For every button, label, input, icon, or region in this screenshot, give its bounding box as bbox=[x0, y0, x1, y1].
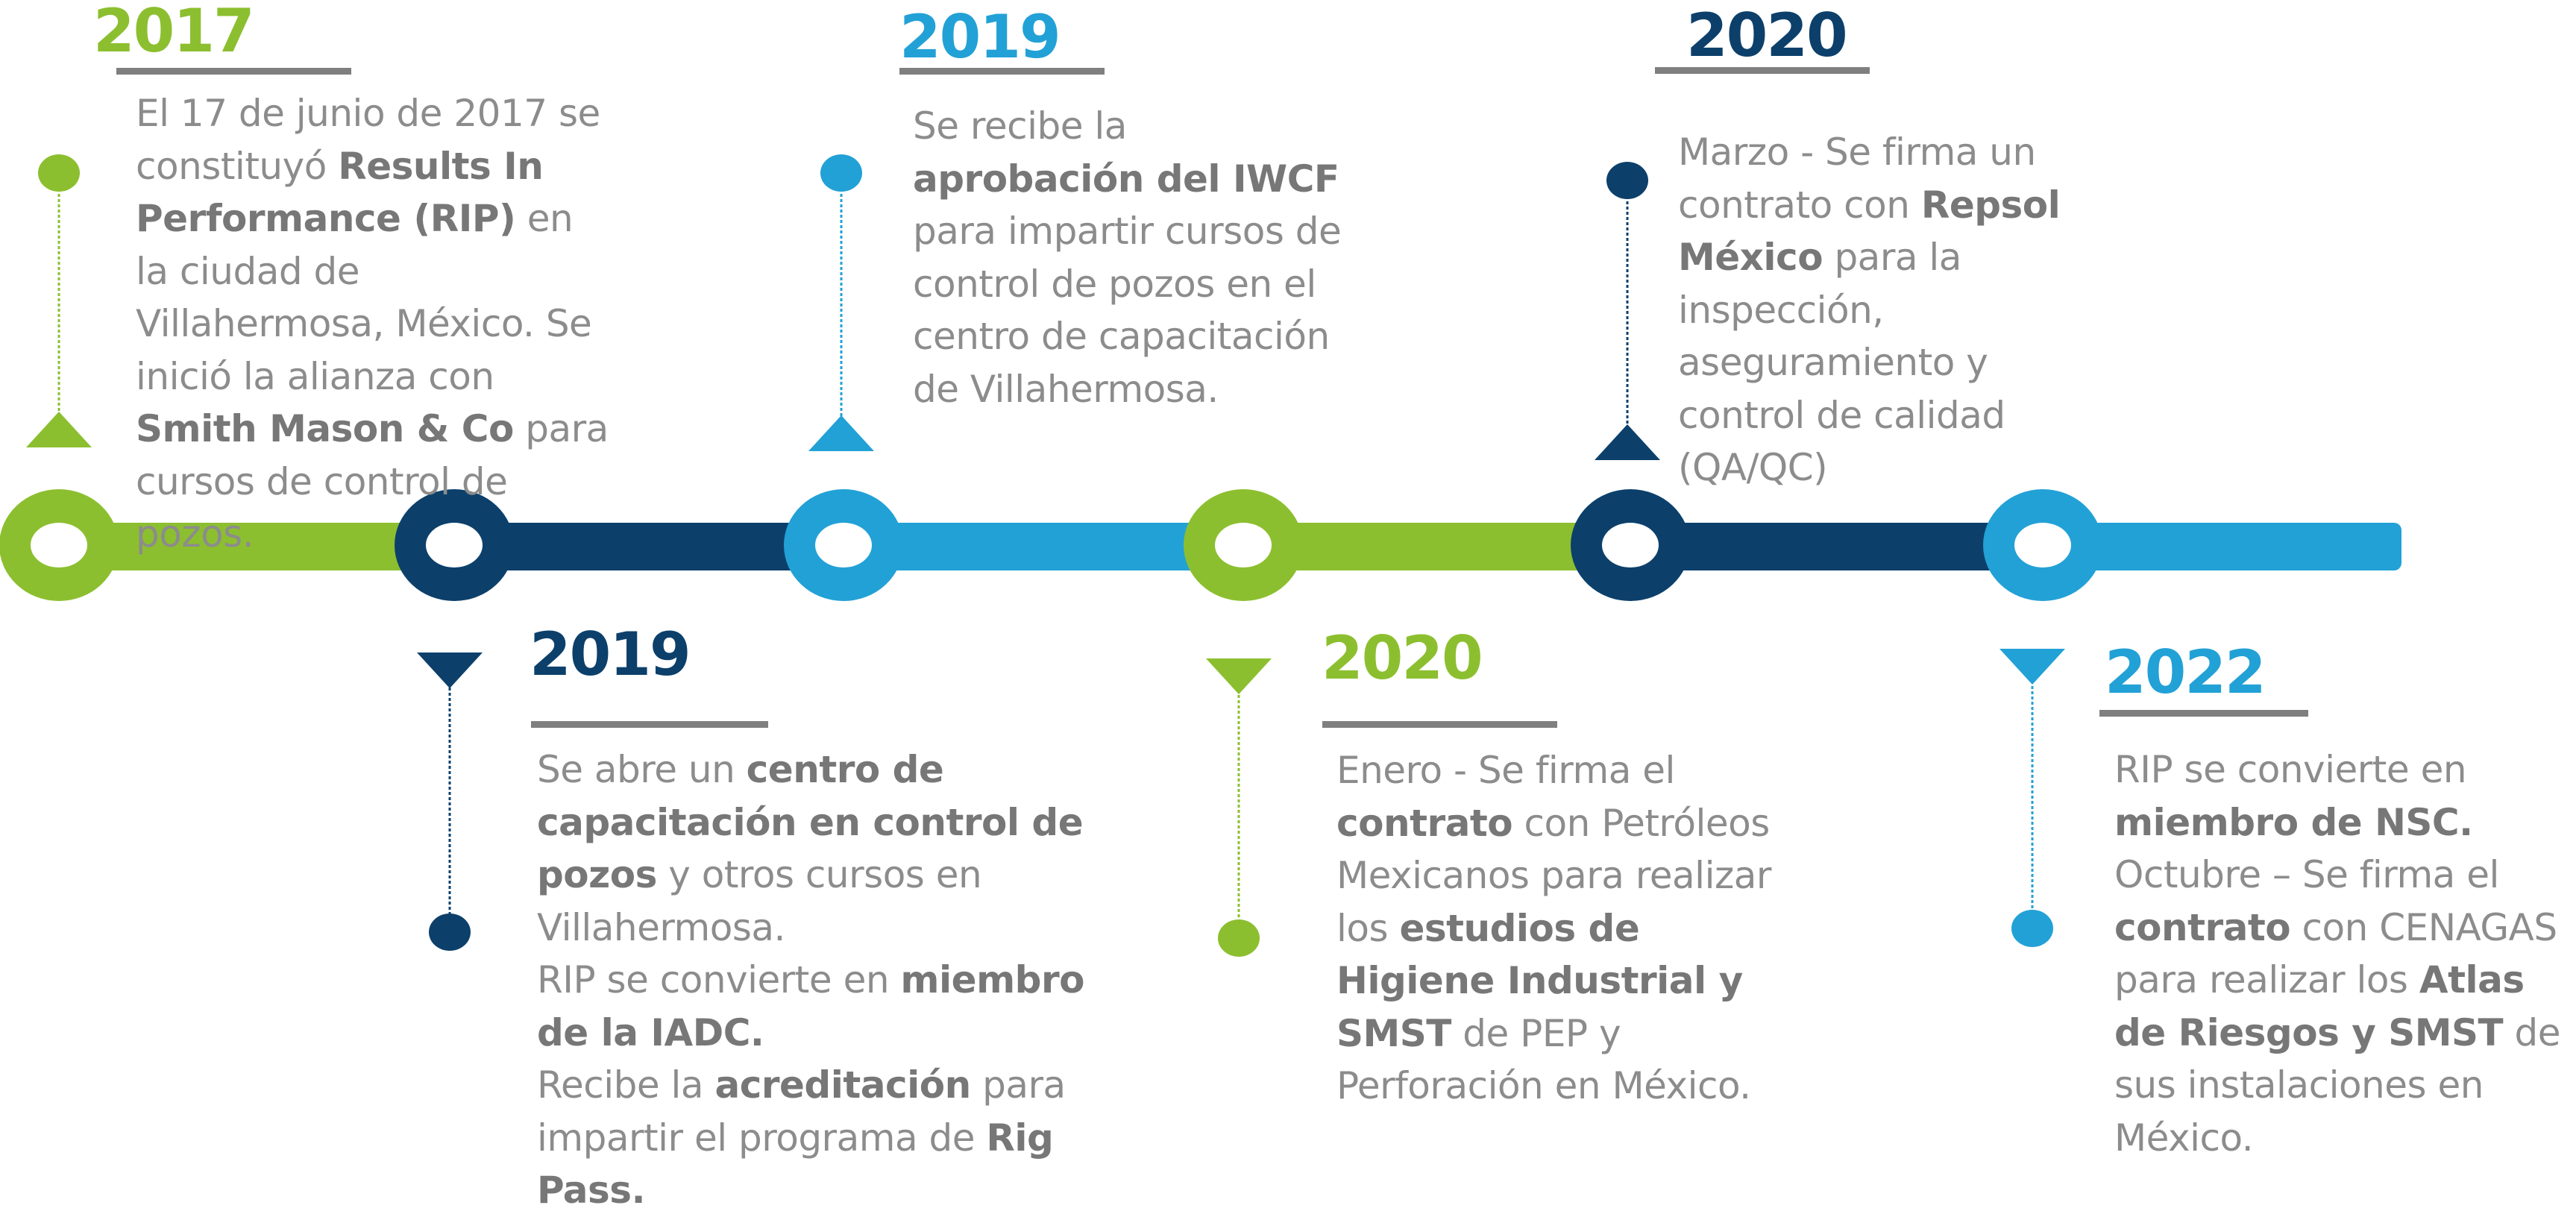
description-text: para cursos de control de pozos. bbox=[136, 407, 609, 556]
pointer-triangle bbox=[417, 652, 483, 688]
milestone-year: 2020 bbox=[1686, 1, 1848, 70]
milestone-year: 2020 bbox=[1322, 623, 1483, 693]
description-text: Recibe la bbox=[537, 1063, 715, 1107]
description-paragraph: Enero - Se firma el contrato con Petróle… bbox=[1336, 744, 1799, 1113]
description-text: y otros cursos en Villahermosa. bbox=[537, 853, 982, 949]
timeline-node-hole bbox=[2014, 523, 2071, 567]
description-text: El 17 de junio de 2017 se constituyó bbox=[136, 92, 600, 188]
description-text: Se abre un bbox=[537, 748, 747, 791]
milestone-dot bbox=[429, 913, 471, 951]
milestone-description: Se abre un centro de capacitación en con… bbox=[537, 743, 1104, 1217]
description-text: para la inspección, aseguramiento y cont… bbox=[1678, 236, 2005, 489]
timeline-bar-segment bbox=[2043, 523, 2401, 570]
description-bold-text: contrato bbox=[1336, 801, 1513, 845]
milestone-year: 2019 bbox=[899, 2, 1061, 72]
pointer-triangle bbox=[1999, 649, 2065, 685]
description-bold-text: Smith Mason & Co bbox=[136, 407, 514, 450]
year-underline bbox=[899, 68, 1105, 75]
description-paragraph: Marzo - Se firma un contrato con Repsol … bbox=[1678, 126, 2066, 494]
description-paragraph: Recibe la acreditación para impartir el … bbox=[537, 1059, 1104, 1217]
timeline-node-hole bbox=[1215, 523, 1272, 567]
timeline-node-hole bbox=[1602, 523, 1659, 567]
description-text: para impartir el programa de bbox=[537, 1063, 1066, 1160]
description-bold-text: acreditación bbox=[714, 1063, 971, 1107]
description-text: con Petróleos Mexicanos para realizar lo… bbox=[1336, 801, 1771, 950]
description-text: en la ciudad de Villahermosa, México. Se… bbox=[136, 197, 592, 398]
description-text: Marzo - Se firma un contrato con bbox=[1678, 130, 2036, 227]
timeline-node-hole bbox=[815, 523, 872, 567]
timeline-bar-segment bbox=[59, 523, 454, 570]
description-paragraph: Octubre – Se firma el contrato con CENAG… bbox=[2114, 849, 2576, 1164]
description-text: Octubre – Se firma el bbox=[2114, 853, 2499, 896]
timeline-node-hole bbox=[426, 523, 483, 567]
milestone-dot bbox=[1606, 162, 1648, 199]
year-underline bbox=[531, 721, 768, 728]
description-text: con CENAGAS para realizar los bbox=[2114, 905, 2557, 1002]
description-paragraph: RIP se convierte en miembro de NSC. bbox=[2114, 743, 2576, 849]
description-paragraph: El 17 de junio de 2017 se constituyó Res… bbox=[136, 87, 613, 561]
milestone-dot bbox=[38, 154, 80, 192]
milestone-dot bbox=[1218, 919, 1260, 957]
description-paragraph: Se recibe la aprobación del IWCF para im… bbox=[913, 100, 1360, 415]
description-bold-text: Atlas de Riesgos y SMST bbox=[2114, 958, 2525, 1054]
description-paragraph: RIP se convierte en miembro de la IADC. bbox=[537, 954, 1104, 1059]
description-text: de PEP y Perforación en México. bbox=[1336, 1011, 1751, 1108]
timeline-node-hole bbox=[31, 523, 87, 567]
description-bold-text: Repsol México bbox=[1678, 183, 2061, 280]
description-bold-text: centro de capacitación en control de poz… bbox=[537, 748, 1084, 896]
description-bold-text: miembro de la IADC. bbox=[537, 958, 1084, 1054]
milestone-description: El 17 de junio de 2017 se constituyó Res… bbox=[136, 87, 613, 561]
milestone-dot bbox=[820, 154, 862, 192]
timeline-bar-segment bbox=[844, 523, 1243, 570]
description-bold-text: estudios de Higiene Industrial y SMST bbox=[1336, 906, 1743, 1055]
timeline-bar-segment bbox=[454, 523, 844, 570]
pointer-triangle bbox=[808, 415, 874, 451]
description-bold-text: Results In Performance (RIP) bbox=[136, 144, 544, 241]
description-bold-text: miembro de NSC. bbox=[2114, 800, 2473, 844]
milestone-description: Marzo - Se firma un contrato con Repsol … bbox=[1678, 126, 2066, 494]
description-text: Se recibe la bbox=[913, 104, 1127, 148]
description-bold-text: aprobación del IWCF bbox=[913, 157, 1339, 201]
timeline-bar-segment bbox=[1630, 523, 2043, 570]
description-bold-text: contrato bbox=[2114, 905, 2291, 949]
description-paragraph: Se abre un centro de capacitación en con… bbox=[537, 743, 1104, 954]
milestone-description: Enero - Se firma el contrato con Petróle… bbox=[1336, 744, 1799, 1113]
pointer-triangle bbox=[26, 412, 92, 447]
year-underline bbox=[1322, 721, 1557, 728]
year-underline bbox=[2099, 710, 2308, 717]
pointer-triangle bbox=[1206, 658, 1272, 694]
year-underline bbox=[1655, 67, 1870, 74]
milestone-description: RIP se convierte en miembro de NSC.Octub… bbox=[2114, 743, 2576, 1164]
pointer-triangle bbox=[1595, 424, 1660, 460]
milestone-year: 2022 bbox=[2105, 638, 2266, 707]
milestone-year: 2019 bbox=[530, 620, 691, 689]
description-text: para impartir cursos de control de pozos… bbox=[913, 210, 1342, 411]
description-text: de sus instalaciones en México. bbox=[2114, 1010, 2561, 1160]
milestone-dot bbox=[2011, 910, 2053, 947]
description-text: RIP se convierte en bbox=[2114, 748, 2467, 791]
description-text: Enero - Se firma el bbox=[1336, 749, 1675, 792]
description-text: RIP se convierte en bbox=[537, 958, 901, 1001]
milestone-year: 2017 bbox=[93, 0, 255, 66]
milestone-description: Se recibe la aprobación del IWCF para im… bbox=[913, 100, 1360, 415]
year-underline bbox=[116, 68, 351, 75]
timeline-bar-segment bbox=[1243, 523, 1630, 570]
